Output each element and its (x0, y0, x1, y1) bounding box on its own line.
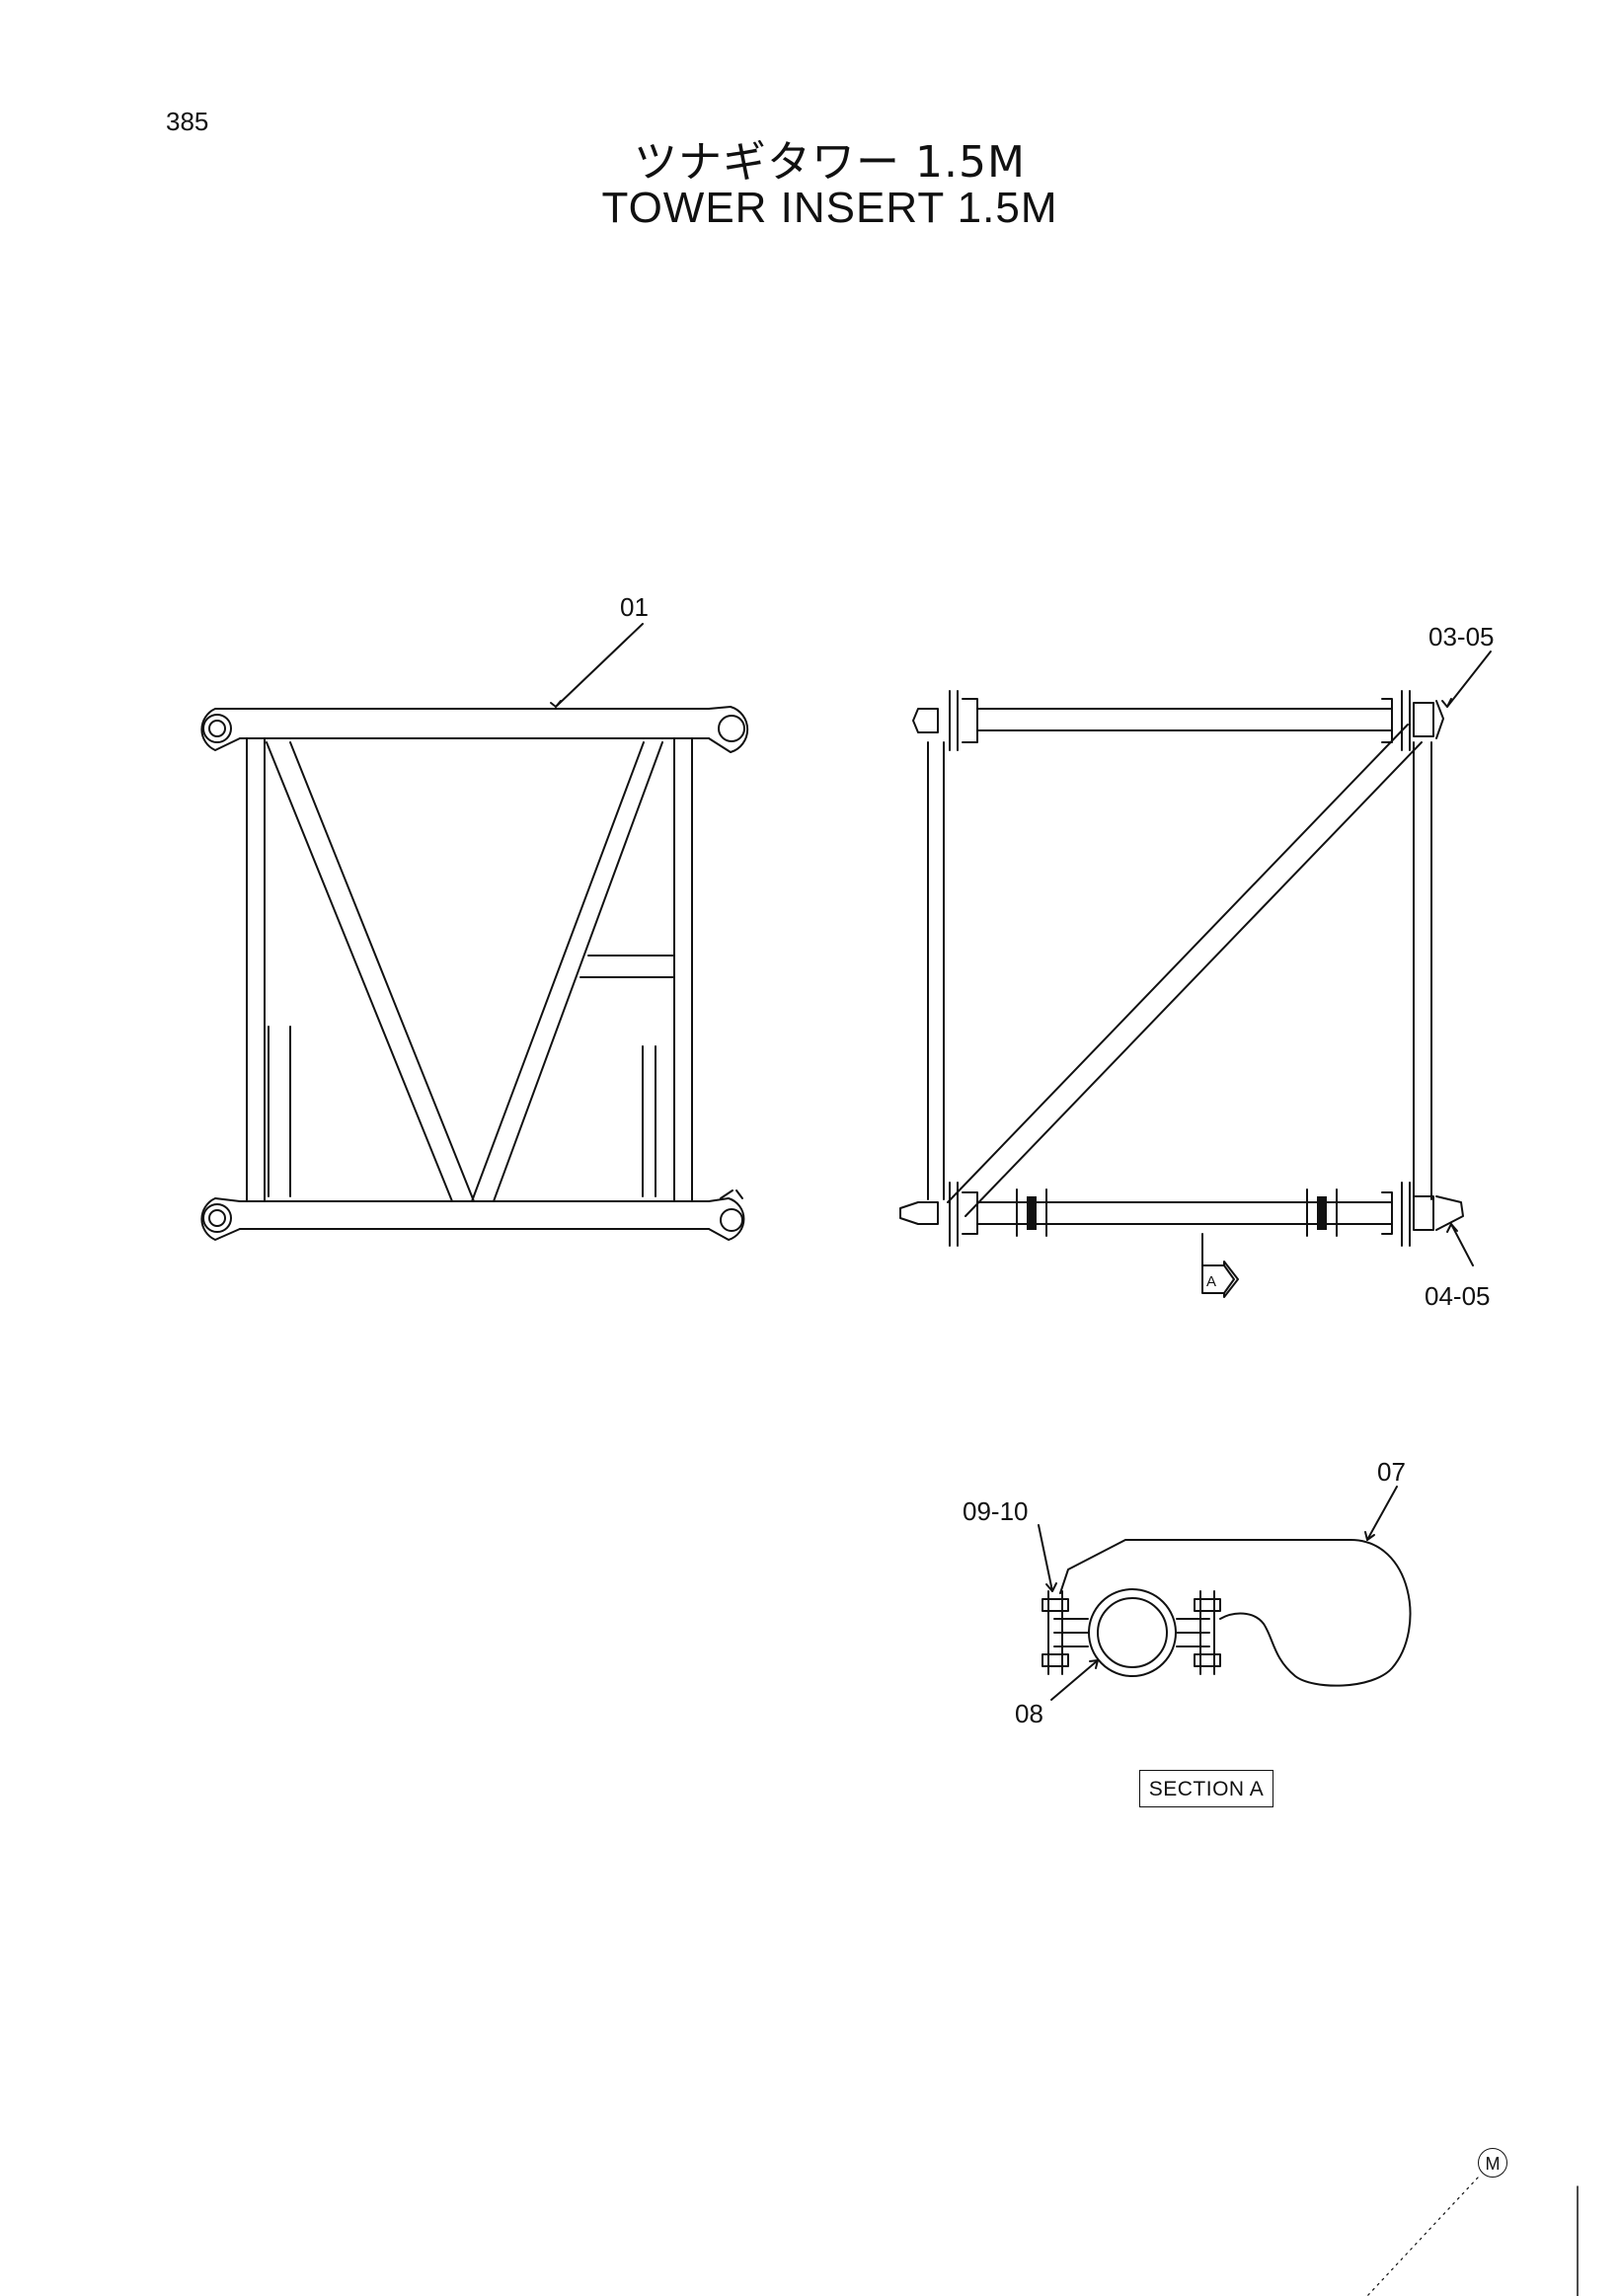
brand-mark: M (1478, 2148, 1507, 2178)
side-view-frame (200, 706, 749, 1241)
callout-08: 08 (1015, 1699, 1043, 1728)
end-view-frame (899, 690, 1464, 1247)
callout-09-10: 09-10 (963, 1496, 1029, 1526)
view-marker-a: A (1206, 1273, 1216, 1290)
corner-trace (1366, 2177, 1479, 2296)
page-title-japanese: ツナギタワー 1.5M (634, 137, 1026, 188)
callout-07: 07 (1377, 1457, 1406, 1487)
section-a-clamp (1041, 1539, 1412, 1687)
page-number: 385 (166, 107, 209, 136)
callout-01: 01 (620, 592, 649, 622)
section-a-label: SECTION A (1139, 1770, 1273, 1807)
callout-04-05: 04-05 (1425, 1281, 1491, 1311)
view-arrow-a (1201, 1233, 1239, 1298)
page-title-english: TOWER INSERT 1.5M (601, 184, 1058, 232)
leader-lines (550, 623, 1492, 1701)
callout-03-05: 03-05 (1428, 622, 1495, 651)
